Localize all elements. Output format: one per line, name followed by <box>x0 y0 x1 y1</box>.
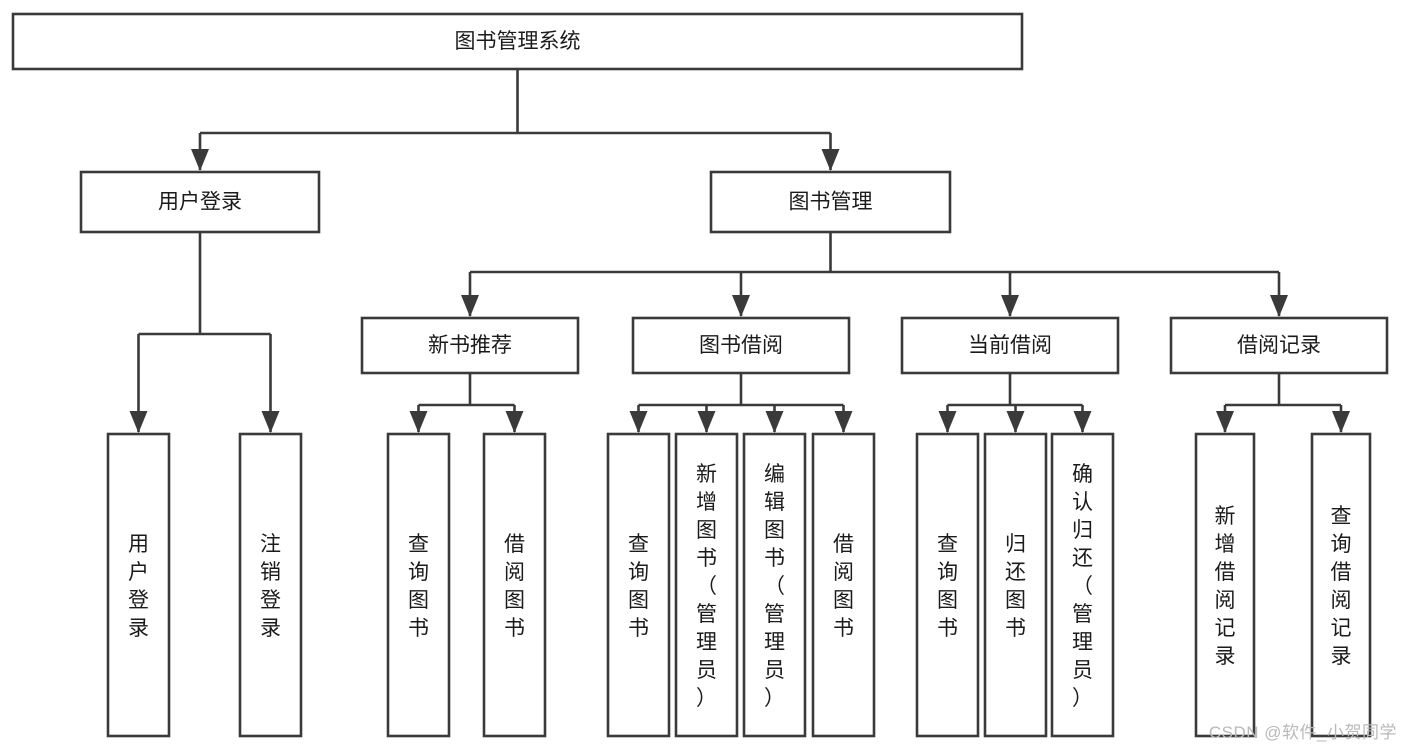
level2-当前借阅-label: 当前借阅 <box>968 334 1052 357</box>
leaf-当前借阅-确认归还（管理员）-box[interactable] <box>1050 432 1115 738</box>
leaf-新书推荐-查询图书-label: 查询图书 <box>408 533 429 640</box>
leaf-当前借阅-归还图书-label: 归还图书 <box>1005 533 1026 640</box>
leaf-图书借阅-新增图书（管理员）-label: 新增图书（管理员） <box>696 463 717 710</box>
csdn-watermark: CSDN @软件_小贺同学 <box>1208 723 1397 742</box>
level1-图书管理-label: 图书管理 <box>789 191 873 214</box>
leaf-新书推荐-查询图书-box[interactable] <box>386 432 451 738</box>
leaf-用户登录-注销登录-label: 注销登录 <box>260 533 281 640</box>
leaf-当前借阅-确认归还（管理员）-label: 确认归还（管理员） <box>1072 463 1093 710</box>
leaf-图书借阅-查询图书-box[interactable] <box>606 432 671 738</box>
leaf-用户登录-用户登录-label: 用户登录 <box>128 533 149 640</box>
level2-借阅记录-box[interactable] <box>1169 316 1389 375</box>
leaf-图书借阅-借阅图书-label: 借阅图书 <box>833 533 854 640</box>
leaf-用户登录-用户登录-box[interactable] <box>106 432 171 738</box>
leaf-图书借阅-编辑图书（管理员）-box[interactable] <box>742 432 807 738</box>
node-layer: 图书管理系统用户登录图书管理新书推荐图书借阅当前借阅借阅记录用户登录注销登录查询… <box>11 12 1389 738</box>
leaf-图书借阅-编辑图书（管理员）-label: 编辑图书（管理员） <box>764 463 785 710</box>
leaf-用户登录-注销登录-box[interactable] <box>238 432 303 738</box>
root-图书管理系统-label: 图书管理系统 <box>455 30 581 53</box>
leaf-新书推荐-借阅图书-label: 借阅图书 <box>504 533 525 640</box>
level2-图书借阅-box[interactable] <box>631 316 851 375</box>
level1-用户登录-label: 用户登录 <box>158 191 242 214</box>
level2-当前借阅-box[interactable] <box>900 316 1120 375</box>
level1-图书管理-box[interactable] <box>709 170 952 234</box>
leaf-借阅记录-查询借阅记录-box[interactable] <box>1310 432 1372 738</box>
leaf-借阅记录-新增借阅记录-box[interactable] <box>1194 432 1256 738</box>
leaf-借阅记录-查询借阅记录-label: 查询借阅记录 <box>1331 505 1352 668</box>
level2-借阅记录-label: 借阅记录 <box>1237 334 1321 357</box>
leaf-图书借阅-查询图书-label: 查询图书 <box>628 533 649 640</box>
level2-图书借阅-label: 图书借阅 <box>699 334 783 357</box>
leaf-当前借阅-归还图书-box[interactable] <box>983 432 1048 738</box>
leaf-当前借阅-查询图书-label: 查询图书 <box>937 533 958 640</box>
level1-用户登录-box[interactable] <box>79 170 321 234</box>
leaf-当前借阅-查询图书-box[interactable] <box>915 432 980 738</box>
level2-新书推荐-box[interactable] <box>360 316 580 375</box>
leaf-借阅记录-新增借阅记录-label: 新增借阅记录 <box>1215 505 1236 668</box>
leaf-图书借阅-新增图书（管理员）-box[interactable] <box>674 432 739 738</box>
leaf-新书推荐-借阅图书-box[interactable] <box>482 432 547 738</box>
leaf-图书借阅-借阅图书-box[interactable] <box>811 432 876 738</box>
level2-新书推荐-label: 新书推荐 <box>428 334 512 357</box>
root-图书管理系统-box[interactable] <box>11 12 1024 71</box>
connector-layer <box>129 69 1350 433</box>
